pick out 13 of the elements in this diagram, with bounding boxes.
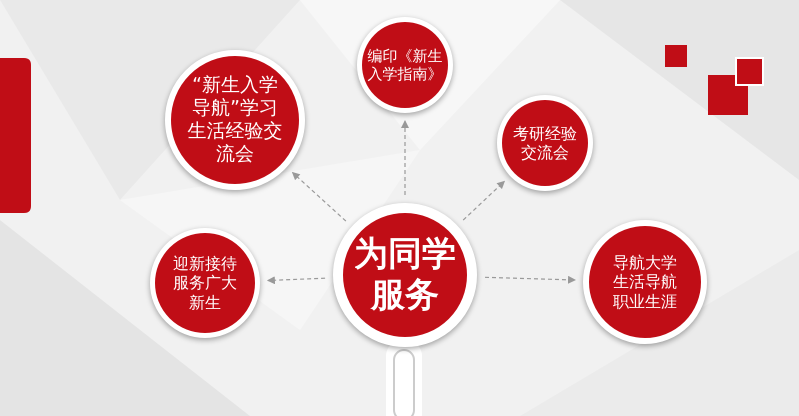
circle-label: 编印《新生入学指南》 <box>366 47 444 83</box>
arrow <box>484 276 576 284</box>
topic-circle <box>150 228 260 338</box>
circle-label: “新生入学导航”学习生活经验交流会 <box>186 74 284 166</box>
circle-label: 考研经验交流会 <box>512 124 578 162</box>
arrow <box>401 120 409 195</box>
circle-label: 导航大学生活导航职业生涯 <box>612 253 678 311</box>
arrow <box>292 172 346 222</box>
arrow <box>266 276 326 284</box>
topic-circle <box>497 95 593 191</box>
circle-label: 为同学服务 <box>353 234 457 316</box>
arrow <box>462 180 506 221</box>
circle-label: 迎新接待服务广大新生 <box>172 254 238 312</box>
